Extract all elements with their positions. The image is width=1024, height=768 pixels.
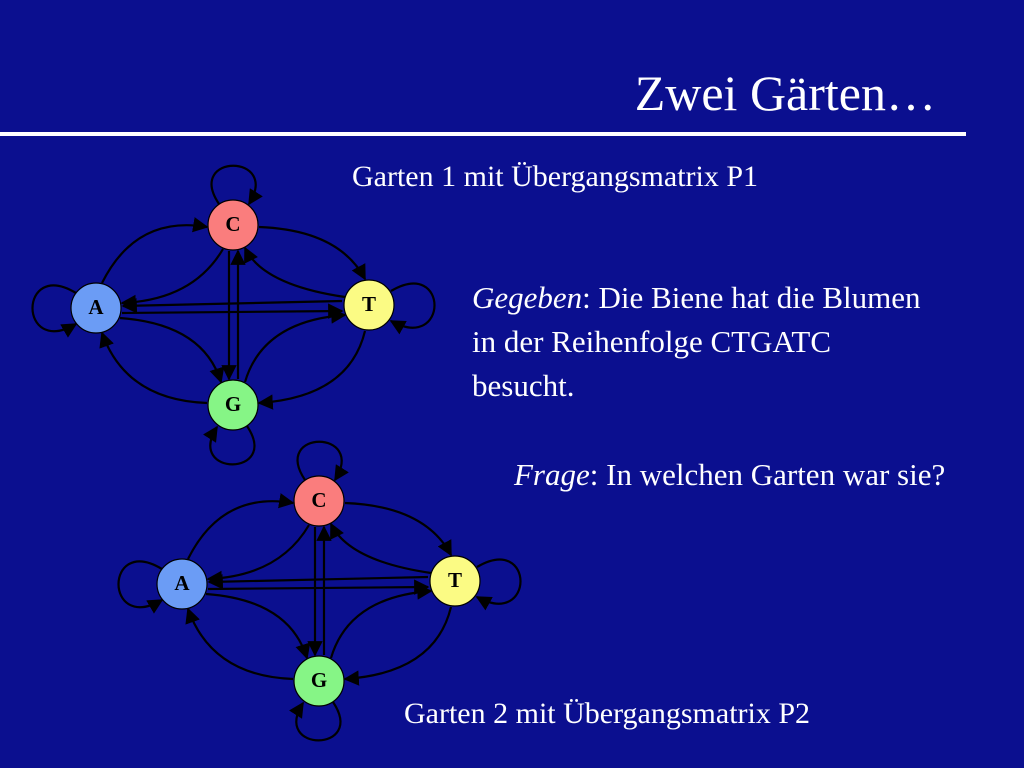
node-c (293, 475, 345, 527)
edge-A-G (205, 592, 311, 660)
self-loop-T (389, 282, 436, 335)
edge-G-A (99, 331, 208, 405)
edge-C-T (258, 225, 366, 281)
edge-G-A (185, 607, 294, 681)
edge-A-G (119, 316, 225, 384)
edge-T-A (207, 573, 429, 590)
node-label-c: C (311, 488, 326, 512)
edge-G-T (243, 308, 347, 383)
edge-A-T (207, 579, 430, 595)
given-paragraph: Gegeben: Die Biene hat die Blumen in der… (472, 276, 932, 408)
edge-T-A (121, 297, 343, 314)
node-label-c: C (225, 212, 240, 236)
self-loop-C (296, 440, 349, 482)
edge-C-T (344, 501, 452, 557)
slide-title: Zwei Gärten… (634, 65, 936, 121)
edge-G-T (329, 584, 433, 659)
given-text: : Die Biene hat die Blumen in der Reihen… (472, 280, 921, 404)
garden1-caption: Garten 1 mit Übergangsmatrix P1 (352, 160, 759, 193)
self-loop-G (289, 701, 342, 742)
self-loop-A (31, 284, 78, 338)
garden2-graph: C A T G (117, 440, 522, 742)
node-g (207, 379, 259, 431)
edge-C-A (206, 524, 310, 587)
title-divider (0, 132, 966, 136)
node-label-a: A (174, 571, 190, 595)
edge-T-C (330, 522, 432, 575)
self-loop-A (117, 560, 164, 614)
question-text: : In welchen Garten war sie? (589, 457, 946, 492)
edge-T-G (257, 330, 367, 410)
node-label-t: T (362, 292, 376, 316)
node-a (156, 558, 208, 610)
node-t (429, 555, 481, 607)
node-g (293, 655, 345, 707)
node-t (343, 279, 395, 331)
self-loop-G (203, 425, 256, 466)
edge-T-G (343, 606, 453, 686)
garden2-caption: Garten 2 mit Übergangsmatrix P2 (404, 697, 811, 730)
self-loop-T (475, 558, 522, 611)
node-a (70, 282, 122, 334)
edge-A-C (101, 217, 209, 284)
question-label: Frage (514, 457, 590, 492)
node-label-t: T (448, 568, 462, 592)
node-label-a: A (88, 295, 104, 319)
edge-A-T (121, 303, 344, 319)
node-c (207, 199, 259, 251)
given-label: Gegeben (472, 280, 583, 315)
node-label-g: G (311, 668, 327, 692)
node-label-g: G (225, 392, 241, 416)
garden1-graph: C A T G (31, 164, 436, 466)
edge-A-C (187, 493, 295, 560)
edge-T-C (244, 246, 346, 299)
edge-C-A (120, 248, 224, 311)
self-loop-C (210, 164, 263, 206)
question-paragraph: Frage: In welchen Garten war sie? (514, 453, 1014, 497)
